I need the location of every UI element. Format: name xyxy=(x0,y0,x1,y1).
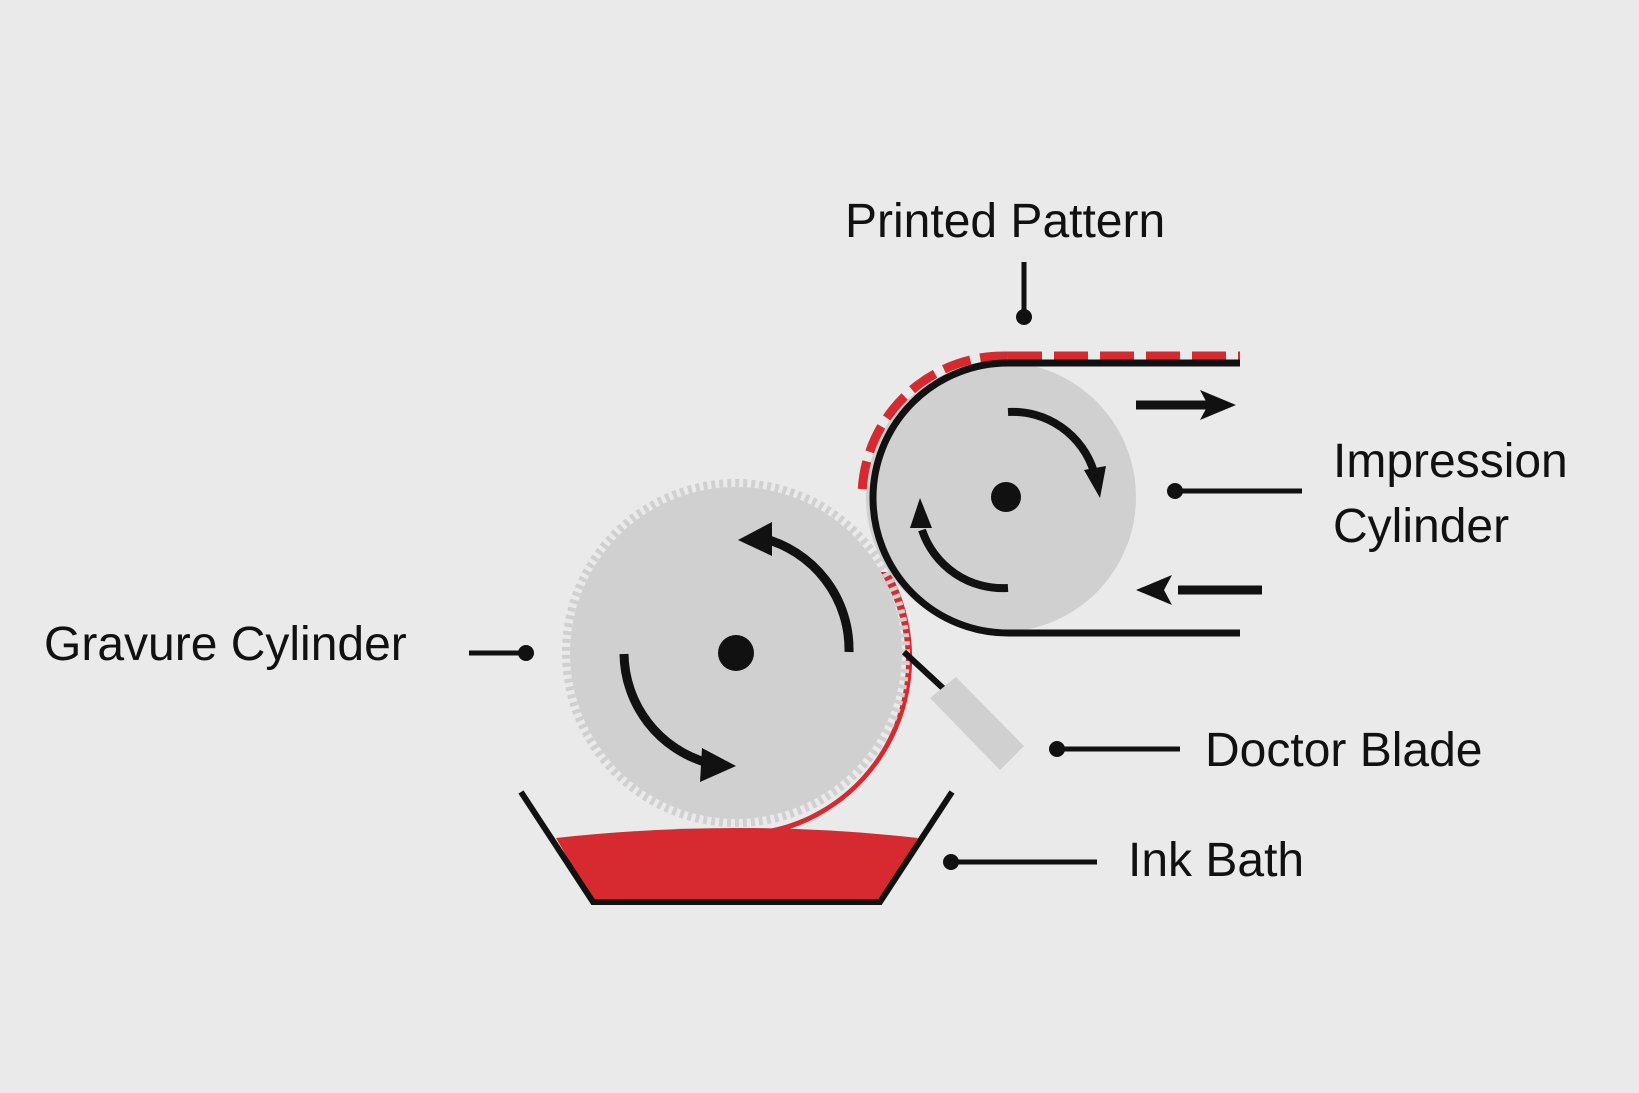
doctor-blade xyxy=(901,649,1024,770)
label-ink-bath: Ink Bath xyxy=(1128,834,1304,887)
leader-printed-pattern xyxy=(1016,262,1032,325)
label-impression-cylinder-line2: Cylinder xyxy=(1333,500,1509,553)
gravure-ink-coating xyxy=(745,572,913,832)
leader-ink-bath xyxy=(943,854,1097,870)
label-impression-cylinder-line1: Impression xyxy=(1333,435,1568,488)
impression-rotation-arrow-upper xyxy=(1007,407,1106,498)
gravure-rotation-arrow-upper xyxy=(738,522,854,653)
impression-cylinder-hub xyxy=(991,482,1021,512)
leader-impression-cylinder xyxy=(1167,483,1302,499)
doctor-blade-body xyxy=(930,677,1024,770)
impression-rotation-arrow-lower xyxy=(910,498,1009,593)
leader-gravure-cylinder xyxy=(469,645,534,661)
label-gravure-cylinder: Gravure Cylinder xyxy=(44,618,407,671)
web-direction-arrow-in xyxy=(1136,575,1262,605)
label-printed-pattern: Printed Pattern xyxy=(845,195,1165,248)
web-direction-arrow-out xyxy=(1136,390,1236,420)
printed-pattern xyxy=(857,351,1240,496)
ink-bath-tray xyxy=(518,790,955,905)
substrate-web xyxy=(869,359,1240,637)
gravure-cylinder xyxy=(562,479,910,827)
gravure-rotation-arrow-lower xyxy=(619,653,736,782)
leader-doctor-blade xyxy=(1049,741,1180,757)
label-doctor-blade: Doctor Blade xyxy=(1205,724,1482,777)
ink-fill xyxy=(556,828,918,902)
gravure-cylinder-hub xyxy=(718,635,754,671)
